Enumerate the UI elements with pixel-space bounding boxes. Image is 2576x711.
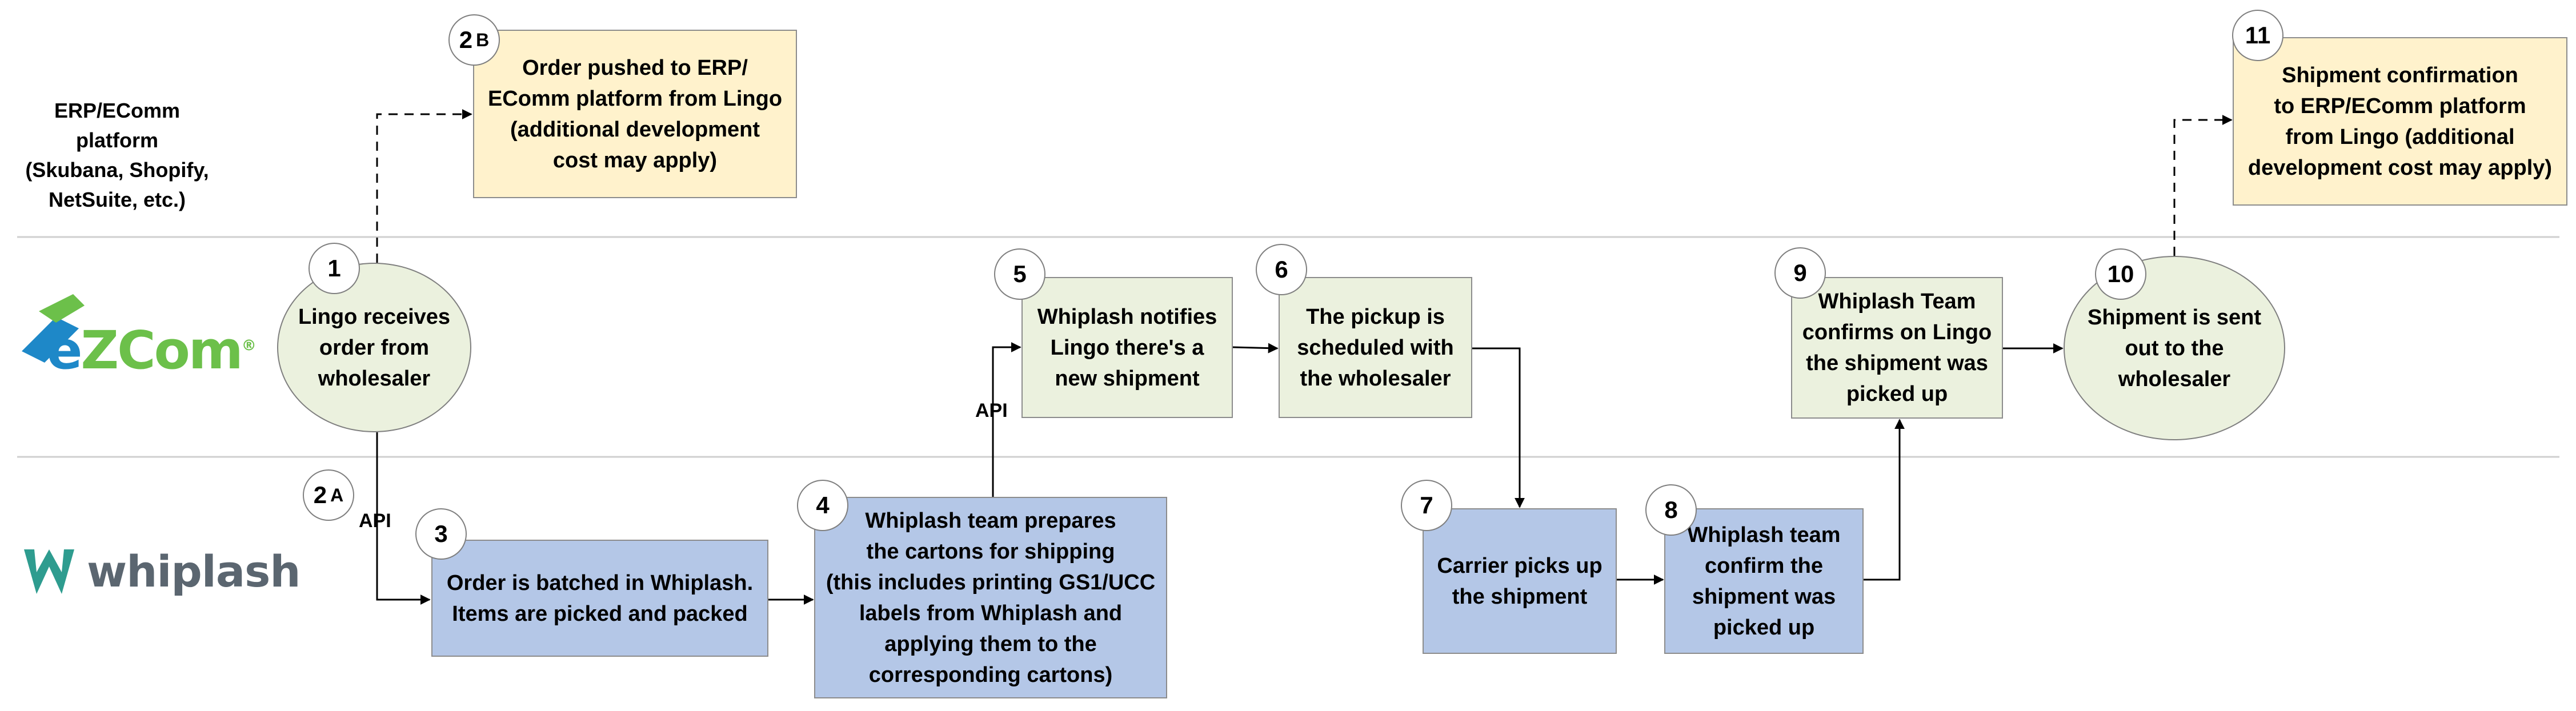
step-6-number: 6 — [1275, 256, 1288, 283]
ezcom-logo-rest: ZCom — [81, 320, 243, 381]
step-10-ellipse: Shipment is sent out to the wholesaler — [2064, 256, 2285, 440]
step-6-box: The pickup is scheduled with the wholesa… — [1279, 277, 1472, 418]
connector-1-to-3 — [376, 432, 431, 605]
connector-4-to-5 — [992, 342, 1021, 497]
lane-label-erp: ERP/EComm platform (Skubana, Shopify, Ne… — [25, 99, 209, 211]
step-9-badge: 9 — [1774, 247, 1826, 299]
step-5-number: 5 — [1013, 260, 1027, 287]
step-2b-number: 2 — [459, 26, 473, 53]
step-9-number: 9 — [1793, 259, 1807, 286]
api-label-2: API — [975, 400, 1008, 421]
whiplash-logo: whiplash — [24, 545, 301, 597]
step-11-badge: 11 — [2232, 10, 2283, 61]
step-7-box: Carrier picks up the shipment — [1423, 508, 1617, 654]
step-8-box: Whiplash team confirm the shipment was p… — [1664, 508, 1864, 654]
step-11-box: Shipment confirmation to ERP/EComm platf… — [2233, 37, 2567, 206]
connector-10-to-11 — [2173, 115, 2233, 256]
step-6-badge: 6 — [1256, 244, 1307, 295]
step-1-number: 1 — [327, 255, 341, 282]
step-3-badge: 3 — [415, 508, 467, 560]
step-4-box: Whiplash team prepares the cartons for s… — [814, 497, 1167, 698]
step-1-ellipse: Lingo receives order from wholesaler — [277, 263, 471, 432]
step-5-box: Whiplash notifies Lingo there's a new sh… — [1021, 277, 1233, 418]
step-2b-box: Order pushed to ERP/ EComm platform from… — [473, 30, 797, 198]
step-4-number: 4 — [816, 492, 830, 519]
connector-1-to-2b — [376, 109, 472, 263]
connector-8-to-9 — [1864, 419, 1905, 581]
ezcom-logo-prefix: e — [47, 320, 82, 381]
whiplash-logo-mark — [24, 549, 74, 594]
step-11-number: 11 — [2245, 22, 2271, 49]
step-9-box: Whiplash Team confirms on Lingo the ship… — [1791, 277, 2003, 419]
step-8-badge: 8 — [1645, 484, 1697, 536]
step-2a-suffix: A — [330, 484, 344, 505]
step-2b-suffix: B — [476, 29, 490, 50]
step-5-badge: 5 — [994, 248, 1045, 300]
step-8-number: 8 — [1664, 496, 1678, 523]
step-4-badge: 4 — [797, 480, 848, 531]
step-7-badge: 7 — [1401, 480, 1452, 531]
ezcom-logo-mark — [22, 294, 85, 363]
step-1-badge: 1 — [309, 243, 360, 294]
connector-5-to-6 — [1232, 343, 1279, 354]
step-7-number: 7 — [1420, 492, 1433, 519]
ezcom-logo-mark-symbol: ® — [241, 337, 257, 355]
api-label-1: API — [359, 510, 391, 532]
connector-6-to-7 — [1472, 347, 1525, 508]
whiplash-logo-text: whiplash — [87, 545, 301, 597]
ezcom-logo: eZCom® — [47, 320, 257, 381]
step-10-badge: 10 — [2095, 248, 2146, 300]
step-3-box: Order is batched in Whiplash. Items are … — [431, 540, 768, 657]
step-10-number: 10 — [2107, 260, 2134, 287]
step-2a-number: 2 — [313, 481, 327, 508]
step-3-number: 3 — [434, 520, 448, 547]
